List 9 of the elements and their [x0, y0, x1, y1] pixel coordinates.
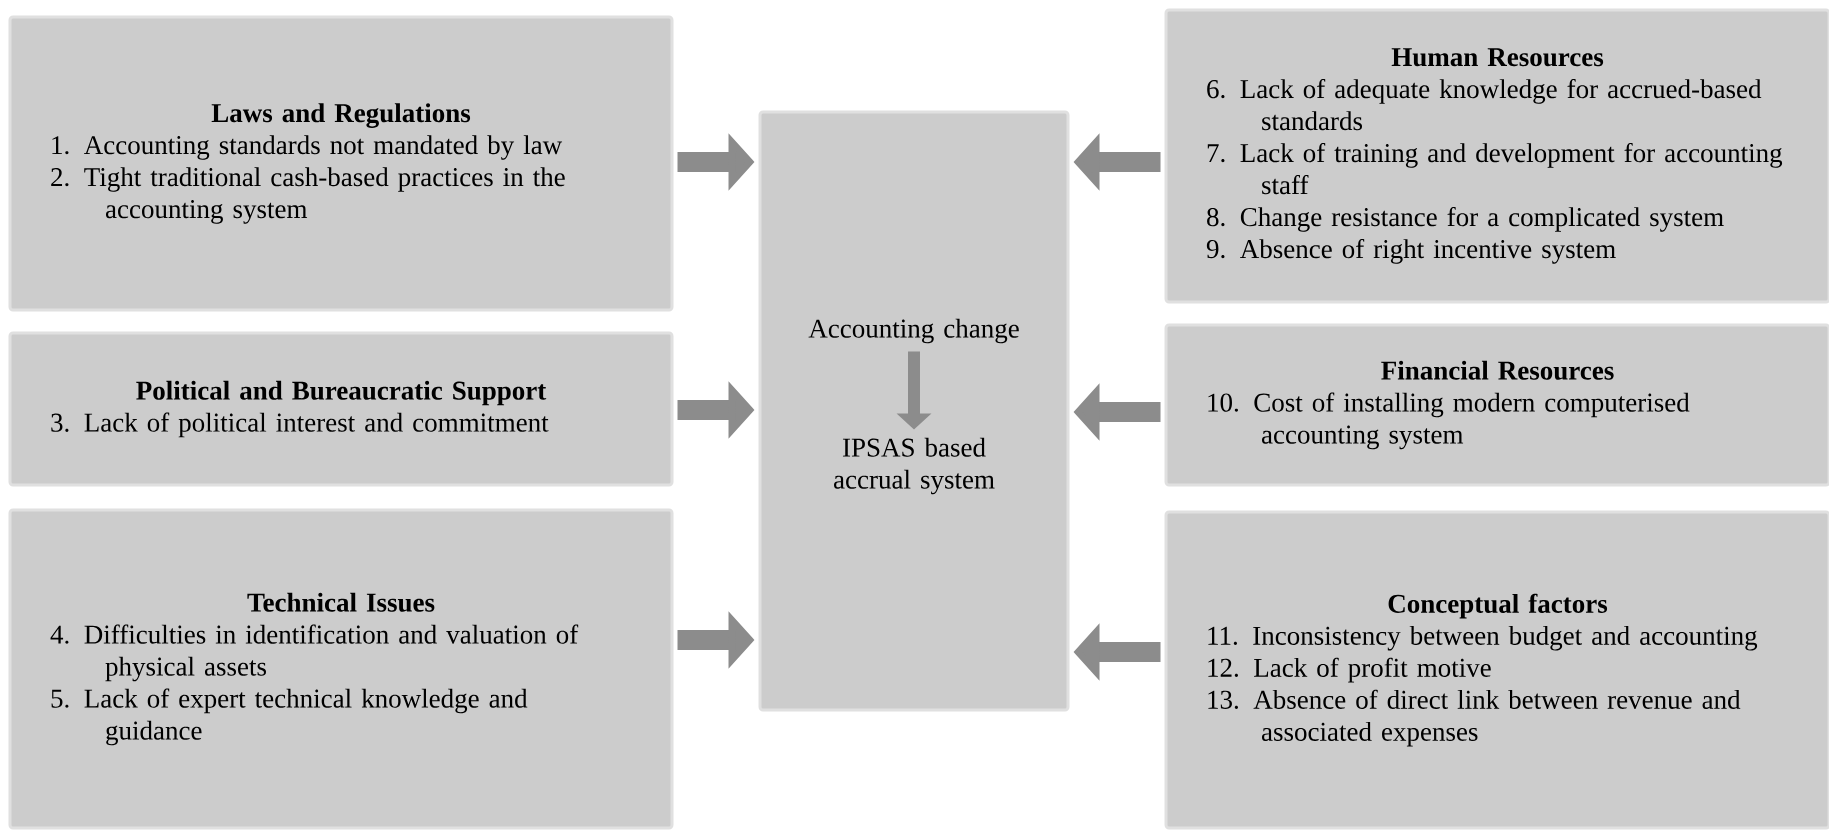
center-box	[758, 110, 1070, 712]
factor-box: Conceptual factors 11. Inconsistency between budget and accounting 12. Lack of profit motive 13. Absence of direct link between revenue and associated expenses	[1164, 510, 1829, 830]
factor-box: Financial Resources 10. Cost of installing modern computerised accounting system	[1164, 323, 1829, 487]
center-text: Accounting change	[808, 318, 1019, 344]
factor-box: Laws and Regulations 1. Accounting standards not mandated by law 2. Tight traditional cash-based practices in the accounting system	[8, 15, 674, 312]
factor-box: Human Resources 6. Lack of adequate knowledge for accrued-based standards 7. Lack of training and development for accounting staff 8. Change resistance for a complicated system 9. Absence of right incentive system	[1164, 8, 1829, 304]
center-text: IPSAS based accrual system	[834, 437, 995, 495]
factor-box: Political and Bureaucratic Support 3. Lack of political interest and commitment	[8, 331, 674, 487]
factor-box: Technical Issues 4. Difficulties in identification and valuation of physical assets 5. Lack of expert technical knowledge and guidance	[8, 508, 674, 830]
